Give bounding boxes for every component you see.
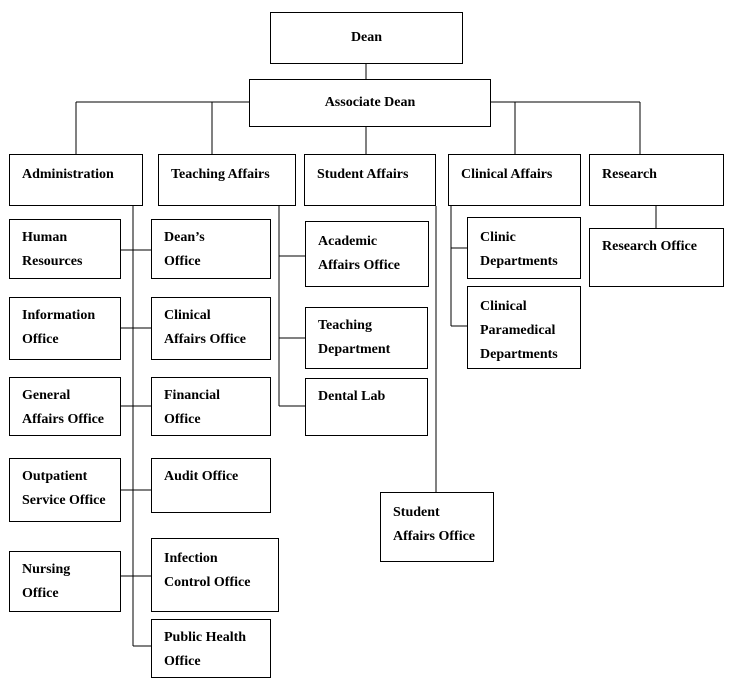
node-clinical-affairs-office: Clinical Affairs Office (151, 297, 271, 360)
node-academic-affairs-office-line-1: Academic (318, 234, 378, 249)
node-infection-control-office-line-1: Infection (164, 551, 218, 566)
node-deans-office-line-1: Dean’s (164, 230, 205, 245)
node-teaching-department: Teaching Department (305, 307, 428, 369)
node-academic-affairs-office-line-2: Affairs Office (318, 258, 401, 273)
node-clinical-affairs-label: Clinical Affairs (461, 167, 553, 182)
node-student-affairs-office: Student Affairs Office (380, 492, 494, 562)
node-dental-lab: Dental Lab (305, 378, 428, 436)
node-teaching-department-line-1: Teaching (318, 318, 372, 333)
node-administration-label: Administration (22, 167, 114, 182)
node-dean-label: Dean (350, 30, 383, 45)
node-deans-office-line-2: Office (164, 254, 201, 269)
node-student-affairs: Student Affairs (304, 154, 436, 206)
node-human-resources-line-2: Resources (22, 254, 83, 269)
node-public-health-office: Public Health Office (151, 619, 271, 678)
node-teaching-department-line-2: Department (318, 342, 391, 357)
node-general-affairs-office-line-2: Affairs Office (22, 412, 105, 427)
node-human-resources-line-1: Human (22, 230, 68, 245)
node-research-office-label: Research Office (602, 239, 697, 254)
node-clinical-paramedical-departments-line-1: Clinical (480, 299, 527, 314)
node-associate-dean: Associate Dean (249, 79, 491, 127)
node-human-resources: Human Resources (9, 219, 121, 279)
node-teaching-affairs: Teaching Affairs (158, 154, 296, 206)
node-associate-dean-label: Associate Dean (324, 95, 416, 110)
node-nursing-office-line-1: Nursing (22, 562, 71, 577)
node-outpatient-service-office-line-1: Outpatient (22, 469, 88, 484)
node-infection-control-office: Infection Control Office (151, 538, 279, 612)
node-dean: Dean (270, 12, 463, 64)
node-financial-office-line-1: Financial (164, 388, 221, 403)
node-audit-office-label: Audit Office (164, 469, 239, 484)
node-academic-affairs-office: Academic Affairs Office (305, 221, 429, 287)
node-financial-office-line-2: Office (164, 412, 201, 427)
node-financial-office: Financial Office (151, 377, 271, 436)
node-outpatient-service-office: Outpatient Service Office (9, 458, 121, 522)
node-clinic-departments-line-1: Clinic (480, 230, 516, 245)
node-nursing-office: Nursing Office (9, 551, 121, 612)
node-teaching-affairs-label: Teaching Affairs (171, 167, 270, 182)
node-public-health-office-line-1: Public Health (164, 630, 247, 645)
node-clinical-affairs-office-line-1: Clinical (164, 308, 211, 323)
node-clinical-paramedical-departments: Clinical Paramedical Departments (467, 286, 581, 369)
node-clinical-paramedical-departments-line-3: Departments (480, 347, 558, 362)
node-general-affairs-office-line-1: General (22, 388, 71, 403)
node-student-affairs-office-line-1: Student (393, 505, 440, 520)
node-nursing-office-line-2: Office (22, 586, 59, 601)
node-research: Research (589, 154, 724, 206)
node-clinical-affairs-office-line-2: Affairs Office (164, 332, 247, 347)
node-audit-office: Audit Office (151, 458, 271, 513)
node-clinic-departments: Clinic Departments (467, 217, 581, 279)
node-clinical-affairs: Clinical Affairs (448, 154, 581, 206)
node-research-label: Research (602, 167, 657, 182)
node-clinical-paramedical-departments-line-2: Paramedical (480, 323, 556, 338)
node-dental-lab-label: Dental Lab (318, 389, 386, 404)
node-student-affairs-office-line-2: Affairs Office (393, 529, 476, 544)
node-general-affairs-office: General Affairs Office (9, 377, 121, 436)
node-information-office-line-1: Information (22, 308, 96, 323)
node-clinic-departments-line-2: Departments (480, 254, 558, 269)
node-public-health-office-line-2: Office (164, 654, 201, 669)
node-infection-control-office-line-2: Control Office (164, 575, 251, 590)
node-administration: Administration (9, 154, 143, 206)
node-information-office-line-2: Office (22, 332, 59, 347)
node-research-office: Research Office (589, 228, 724, 287)
node-outpatient-service-office-line-2: Service Office (22, 493, 106, 508)
node-student-affairs-label: Student Affairs (317, 167, 409, 182)
node-deans-office: Dean’s Office (151, 219, 271, 279)
node-information-office: Information Office (9, 297, 121, 360)
